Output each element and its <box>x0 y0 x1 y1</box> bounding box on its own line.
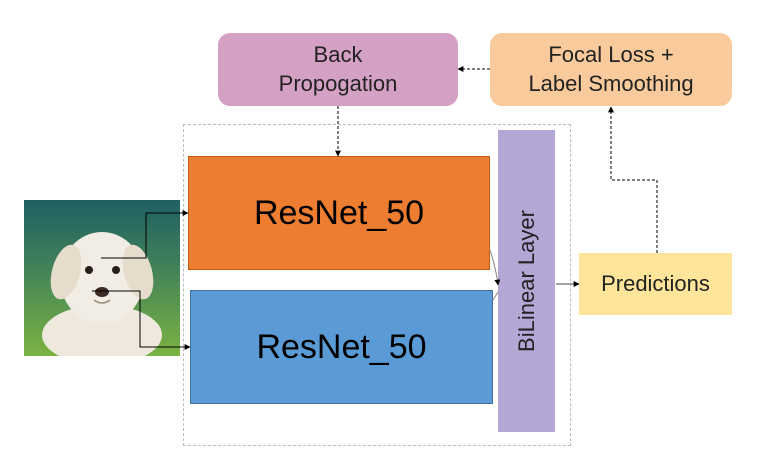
predictions-node: Predictions <box>579 253 732 315</box>
model-frame <box>183 124 571 446</box>
backprop-line2: Propogation <box>278 70 398 96</box>
input-puppy-image <box>24 200 180 356</box>
resnet-bottom-label: ResNet_50 <box>256 327 427 366</box>
loss-node: Focal Loss + Label Smoothing <box>490 33 732 106</box>
arrow-image-to-resnet-bottom <box>92 290 191 350</box>
backprop-line1: Back <box>313 41 363 67</box>
resnet-top-node: ResNet_50 <box>188 156 490 270</box>
arrow-image-to-resnet-top <box>101 210 189 259</box>
arrow-predictions-to-loss <box>608 106 658 253</box>
loss-line1: Focal Loss + <box>548 41 674 67</box>
resnet-top-label: ResNet_50 <box>253 193 425 232</box>
bilinear-node: BiLinear Layer <box>498 130 555 432</box>
loss-line2: Label Smoothing <box>528 70 694 96</box>
resnet-bottom-node: ResNet_50 <box>190 290 493 404</box>
backprop-node: Back Propogation <box>218 33 458 106</box>
predictions-label: Predictions <box>601 270 710 296</box>
arrow-resnet-bottom-to-bilinear <box>492 291 499 301</box>
arrow-resnet-top-to-bilinear <box>489 249 501 286</box>
